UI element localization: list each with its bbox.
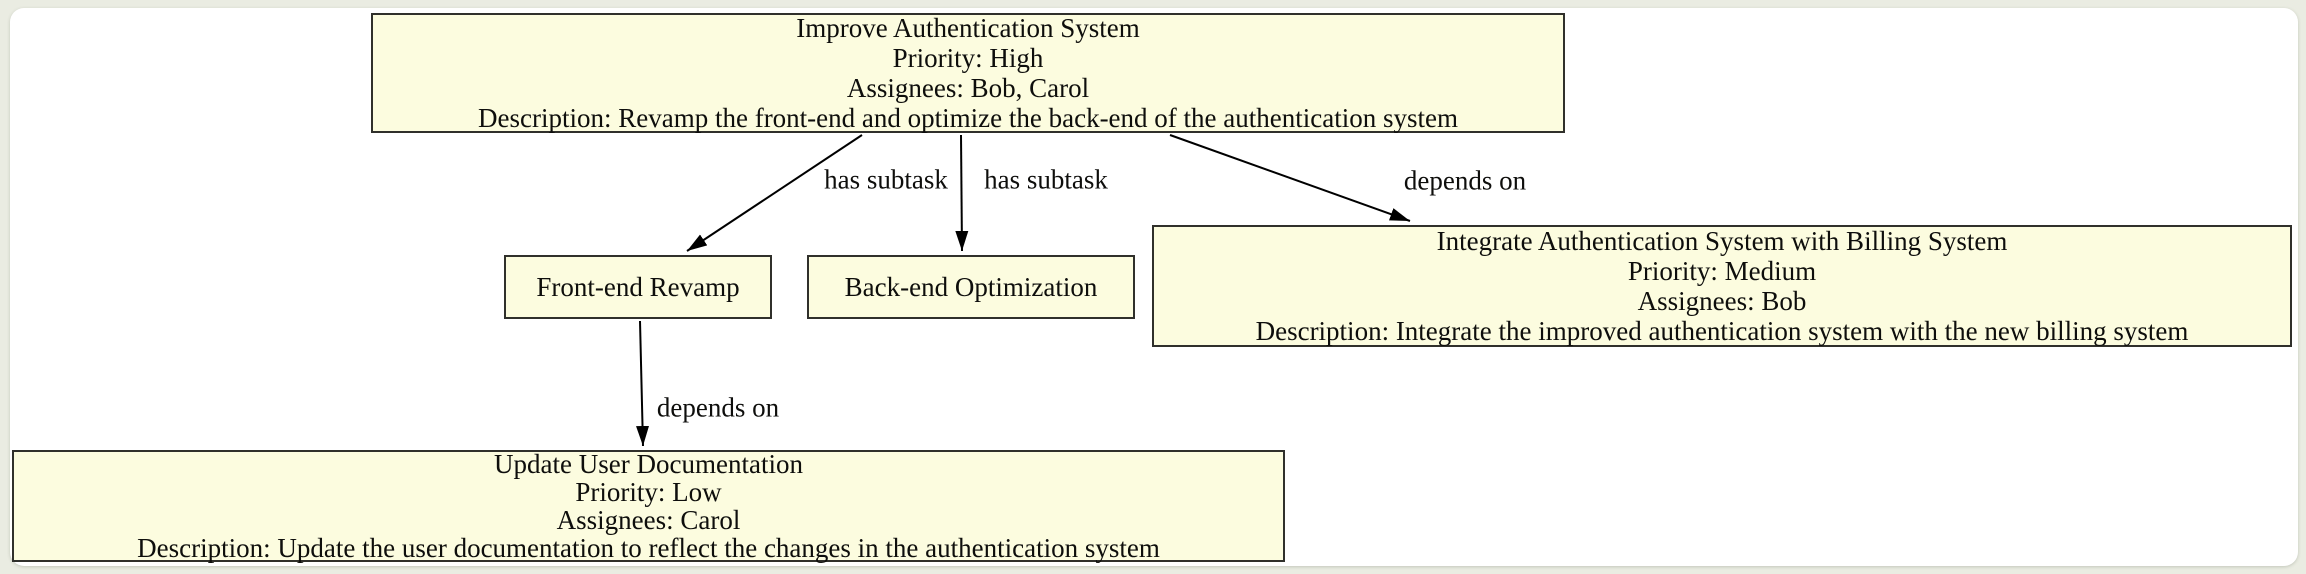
- task-node-integrate-authentication-billing: Integrate Authentication System with Bil…: [1152, 225, 2292, 347]
- edge-label-has-subtask-frontend: has subtask: [824, 164, 948, 195]
- node-assignees: Assignees: Bob: [1637, 286, 1807, 316]
- node-assignees: Assignees: Carol: [556, 505, 741, 535]
- node-description: Description: Revamp the front-end and op…: [478, 103, 1458, 133]
- node-title: Update User Documentation: [494, 449, 803, 479]
- node-priority: Priority: Low: [575, 477, 722, 507]
- node-description: Description: Integrate the improved auth…: [1255, 316, 2189, 346]
- task-node-update-user-documentation: Update User Documentation Priority: Low …: [12, 450, 1285, 562]
- task-node-improve-authentication-system: Improve Authentication System Priority: …: [371, 13, 1565, 133]
- node-title: Improve Authentication System: [796, 13, 1140, 43]
- edge-label-depends-on-update: depends on: [656, 392, 780, 423]
- node-assignees: Assignees: Bob, Carol: [846, 73, 1090, 103]
- node-title: Back-end Optimization: [844, 272, 1098, 302]
- task-node-front-end-revamp: Front-end Revamp: [504, 255, 772, 319]
- node-priority: Priority: High: [892, 43, 1044, 73]
- task-node-back-end-optimization: Back-end Optimization: [807, 255, 1135, 319]
- node-title: Integrate Authentication System with Bil…: [1436, 226, 2008, 256]
- edge-label-depends-on-integrate: depends on: [1403, 165, 1527, 196]
- node-title: Front-end Revamp: [536, 272, 740, 302]
- node-priority: Priority: Medium: [1627, 256, 1817, 286]
- edge-label-has-subtask-backend: has subtask: [984, 164, 1108, 195]
- node-description: Description: Update the user documentati…: [137, 533, 1160, 563]
